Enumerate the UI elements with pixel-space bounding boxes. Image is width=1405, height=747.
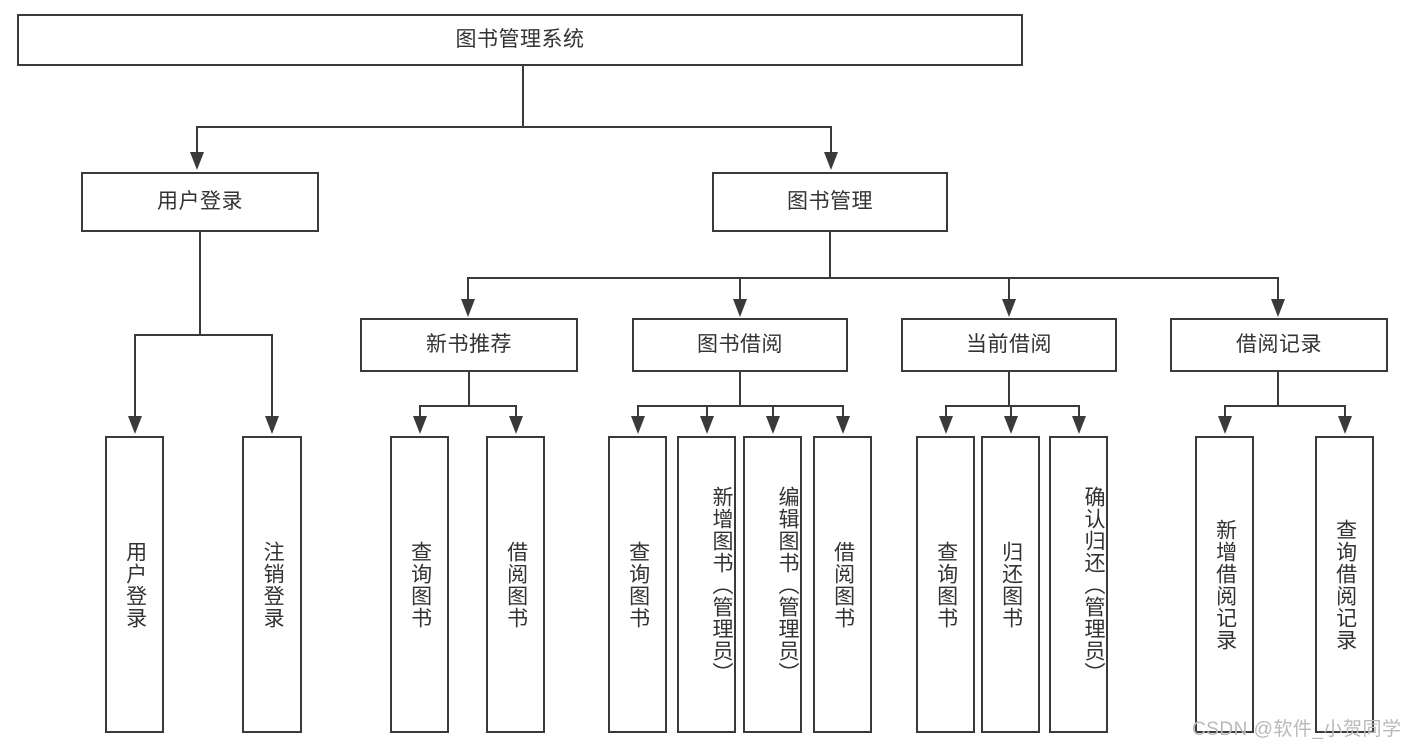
- node-label: 查询图书: [408, 540, 432, 629]
- arrow-current-borrow-to-leaf3: [1072, 416, 1086, 434]
- arrow-book-manage-to-l3-3: [1002, 299, 1016, 317]
- edge-borrow-record-bar: [1224, 405, 1346, 407]
- leaf-query-book-current[interactable]: 查询图书: [916, 436, 975, 733]
- node-current-borrow[interactable]: 当前借阅: [901, 318, 1117, 372]
- csdn-watermark: CSDN @软件_小贺同学: [1192, 719, 1402, 740]
- edge-borrow-record-to-leaf1: [1224, 405, 1226, 418]
- edge-book-borrow-stem: [739, 372, 741, 406]
- edge-new-book-to-leaf1: [419, 405, 421, 418]
- node-root-system[interactable]: 图书管理系统: [17, 14, 1023, 66]
- node-label: 借阅图书: [831, 540, 855, 629]
- arrow-book-manage-to-l3-2: [733, 299, 747, 317]
- node-label: 查询图书: [626, 540, 650, 629]
- node-label: 用户登录: [157, 190, 243, 214]
- arrow-new-book-to-leaf2: [509, 416, 523, 434]
- edge-user-login-to-leaf2: [271, 334, 273, 418]
- arrow-book-manage-to-l3-1: [461, 299, 475, 317]
- node-label: 图书管理系统: [455, 28, 585, 52]
- edge-book-manage-bar: [467, 277, 1278, 279]
- leaf-add-book-admin[interactable]: 新增图书（管理员）: [677, 436, 736, 733]
- node-label: 新增图书（管理员）: [710, 485, 733, 684]
- edge-book-borrow-to-leaf4: [842, 405, 844, 418]
- node-book-management[interactable]: 图书管理: [712, 172, 948, 232]
- edge-book-borrow-to-leaf2: [706, 405, 708, 418]
- edge-current-borrow-to-leaf3: [1078, 405, 1080, 418]
- leaf-user-login[interactable]: 用户登录: [105, 436, 164, 733]
- edge-new-book-stem: [468, 372, 470, 406]
- edge-book-manage-to-l3-3: [1008, 277, 1010, 301]
- arrow-book-borrow-to-leaf3: [766, 416, 780, 434]
- arrow-root-to-book-manage: [824, 152, 838, 170]
- node-label: 查询借阅记录: [1333, 518, 1357, 651]
- edge-book-borrow-to-leaf1: [637, 405, 639, 418]
- leaf-query-borrow-record[interactable]: 查询借阅记录: [1315, 436, 1374, 733]
- edge-user-login-stem: [199, 232, 201, 335]
- edge-root-to-user-login: [196, 126, 198, 154]
- leaf-borrow-book[interactable]: 借阅图书: [813, 436, 872, 733]
- edge-book-borrow-to-leaf3: [772, 405, 774, 418]
- edge-current-borrow-bar: [945, 405, 1079, 407]
- node-label: 借阅图书: [504, 540, 528, 629]
- leaf-query-book-recommend[interactable]: 查询图书: [390, 436, 449, 733]
- node-user-login[interactable]: 用户登录: [81, 172, 319, 232]
- arrow-book-borrow-to-leaf2: [700, 416, 714, 434]
- edge-current-borrow-to-leaf1: [945, 405, 947, 418]
- arrow-book-borrow-to-leaf1: [631, 416, 645, 434]
- node-label: 归还图书: [999, 540, 1023, 629]
- arrow-borrow-record-to-leaf1: [1218, 416, 1232, 434]
- node-label: 新增借阅记录: [1213, 518, 1237, 651]
- arrow-book-borrow-to-leaf4: [836, 416, 850, 434]
- leaf-confirm-return-admin[interactable]: 确认归还（管理员）: [1049, 436, 1108, 733]
- leaf-borrow-book-recommend[interactable]: 借阅图书: [486, 436, 545, 733]
- arrow-user-login-to-leaf2: [265, 416, 279, 434]
- edge-book-manage-stem: [829, 232, 831, 278]
- arrow-new-book-to-leaf1: [413, 416, 427, 434]
- arrow-borrow-record-to-leaf2: [1338, 416, 1352, 434]
- edge-book-manage-to-l3-4: [1277, 277, 1279, 301]
- node-label: 注销登录: [261, 540, 285, 629]
- arrow-root-to-user-login: [190, 152, 204, 170]
- edge-book-manage-to-l3-2: [739, 277, 741, 301]
- node-label: 图书借阅: [697, 333, 783, 357]
- leaf-add-borrow-record[interactable]: 新增借阅记录: [1195, 436, 1254, 733]
- edge-current-borrow-to-leaf2: [1010, 405, 1012, 418]
- node-label: 当前借阅: [966, 333, 1052, 357]
- node-label: 查询图书: [934, 540, 958, 629]
- arrow-user-login-to-leaf1: [128, 416, 142, 434]
- edge-book-borrow-bar: [637, 405, 843, 407]
- edge-borrow-record-to-leaf2: [1344, 405, 1346, 418]
- arrow-current-borrow-to-leaf2: [1004, 416, 1018, 434]
- leaf-return-book[interactable]: 归还图书: [981, 436, 1040, 733]
- leaf-query-book-borrow[interactable]: 查询图书: [608, 436, 667, 733]
- node-book-borrow[interactable]: 图书借阅: [632, 318, 848, 372]
- edge-root-to-book-manage: [830, 126, 832, 154]
- edge-book-manage-to-l3-1: [467, 277, 469, 301]
- edge-new-book-to-leaf2: [515, 405, 517, 418]
- edge-user-login-bar: [134, 334, 271, 336]
- node-new-book-recommend[interactable]: 新书推荐: [360, 318, 578, 372]
- edge-borrow-record-stem: [1277, 372, 1279, 406]
- edge-root-bar: [196, 126, 832, 128]
- node-borrow-record[interactable]: 借阅记录: [1170, 318, 1388, 372]
- node-label: 用户登录: [123, 540, 147, 629]
- node-label: 确认归还（管理员）: [1082, 485, 1105, 684]
- leaf-logout[interactable]: 注销登录: [242, 436, 302, 733]
- node-label: 借阅记录: [1236, 333, 1322, 357]
- node-label: 新书推荐: [426, 333, 512, 357]
- node-label: 编辑图书（管理员）: [776, 485, 799, 684]
- edge-new-book-bar: [419, 405, 517, 407]
- arrow-current-borrow-to-leaf1: [939, 416, 953, 434]
- edge-root-stem: [522, 66, 524, 126]
- edge-current-borrow-stem: [1008, 372, 1010, 406]
- edge-user-login-to-leaf1: [134, 334, 136, 418]
- leaf-edit-book-admin[interactable]: 编辑图书（管理员）: [743, 436, 802, 733]
- node-label: 图书管理: [787, 190, 873, 214]
- arrow-book-manage-to-l3-4: [1271, 299, 1285, 317]
